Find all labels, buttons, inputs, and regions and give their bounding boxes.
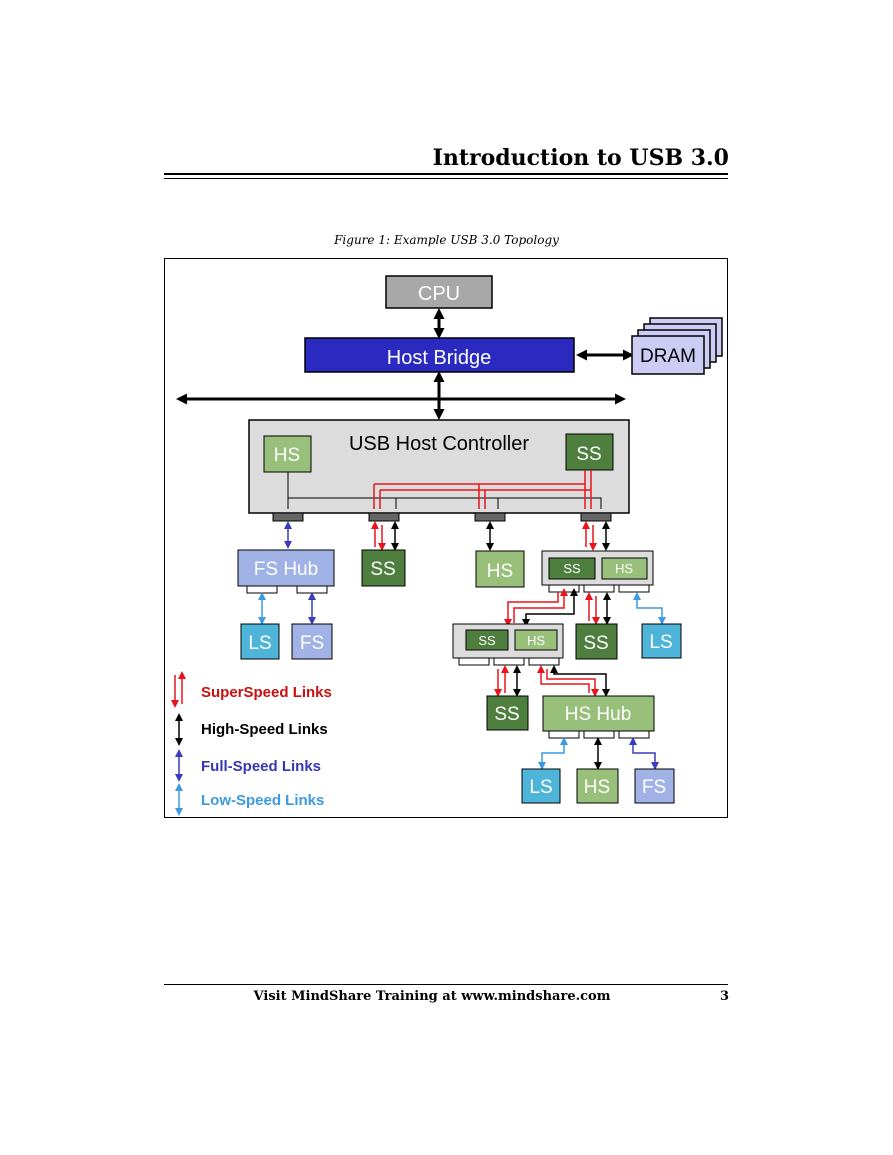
controller-label: USB Host Controller [349,433,529,455]
ss2-label: SS [583,633,608,654]
root-ports [272,512,612,522]
dram-node: DRAM [631,317,723,375]
legend-fs-label: Full-Speed Links [201,758,321,775]
hub1-to-hub2-ss [504,588,568,627]
hub2-to-hshub-hs [550,665,610,697]
fs1-label: FS [300,633,324,654]
ss3-label: SS [494,704,519,725]
dram-label: DRAM [640,346,696,367]
ss-device: SS [486,695,529,731]
fs-device: FS [634,768,675,804]
footer-rule [164,984,728,985]
hs-hub-label: HS Hub [565,704,632,725]
hub1-ss-label: SS [563,561,581,576]
fs2-label: FS [642,777,666,798]
cpu-node: CPU [385,275,493,309]
ls1-label: LS [248,633,271,654]
ss-device: SS [575,623,618,660]
footer-text: Visit MindShare Training at www.mindshar… [253,989,611,1004]
hs-hub-node: HS Hub [542,695,655,739]
usb-host-controller: USB Host Controller HS SS [248,419,630,514]
usb3-hub-1: SS HS [541,550,654,593]
fs-hub-label: FS Hub [254,559,318,580]
header-rule-thin [164,178,728,179]
fs-link [629,737,659,770]
legend-hs-label: High-Speed Links [201,721,328,738]
ls2-label: LS [649,632,672,653]
ls-link [538,737,568,770]
usb-topology-diagram: CPU Host Bridge DRAM USB Host Controller… [171,275,723,816]
header-rule-thick [164,173,728,175]
ls-device: LS [641,623,682,659]
ctrl-ss-label: SS [576,444,601,465]
legend-ls-label: Low-Speed Links [201,792,324,809]
hub2-hs-label: HS [527,633,545,648]
usb3-hub-2: SS HS [452,623,564,666]
ctrl-hs-label: HS [274,445,300,466]
hs2-label: HS [584,777,610,798]
ls-device: LS [521,768,561,804]
legend: SuperSpeed Links High-Speed Links Full-S… [171,671,332,816]
page-number: 3 [719,989,729,1004]
host-bridge-label: Host Bridge [387,347,492,369]
ls3-label: LS [529,777,552,798]
internal-ss-bus [373,470,592,509]
legend-ss-label: SuperSpeed Links [201,684,332,701]
hub1-hs-label: HS [615,561,633,576]
ls-link [633,592,666,625]
host-bridge-node: Host Bridge [304,337,575,373]
cpu-label: CPU [418,283,460,305]
hs-device: HS [475,550,525,588]
hub1-to-hub2-hs [522,588,578,627]
ss-device: SS [361,549,406,587]
page-title: Introduction to USB 3.0 [432,145,729,171]
fs-hub-node: FS Hub [237,549,335,594]
figure-frame: CPU Host Bridge DRAM USB Host Controller… [164,258,728,818]
hub2-to-hshub-ss [537,665,599,697]
ss1-label: SS [370,559,395,580]
hs1-label: HS [487,561,513,582]
hs-device: HS [576,768,619,804]
fs-device: FS [291,623,333,660]
internal-hs-bus [287,472,602,509]
ls-device: LS [240,623,280,660]
figure-caption: Figure 1: Example USB 3.0 Topology [334,233,559,247]
hub2-ss-label: SS [478,633,496,648]
